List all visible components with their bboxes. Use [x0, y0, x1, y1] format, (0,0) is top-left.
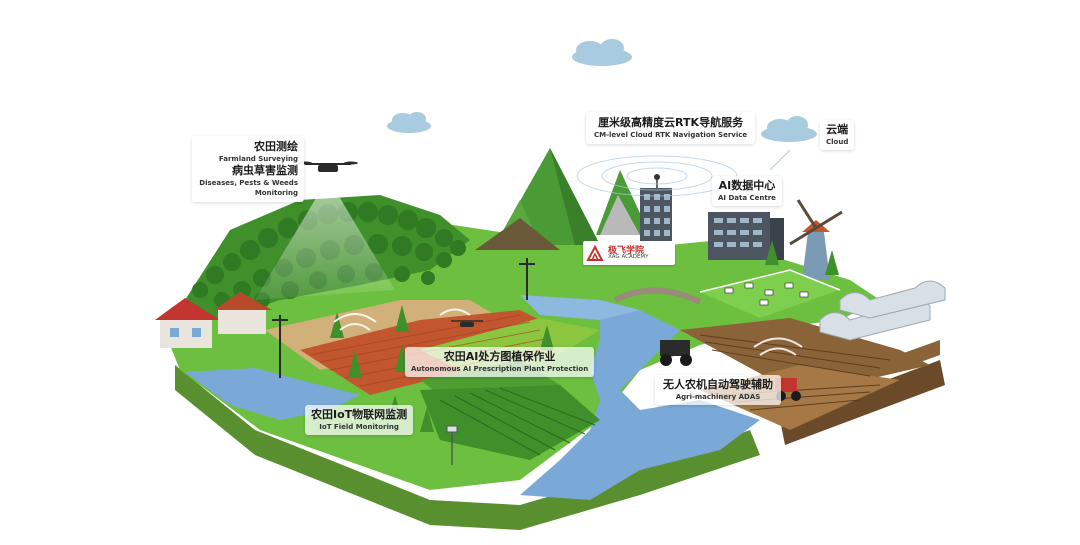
ai-data-title-zh: AI数据中心: [718, 179, 776, 192]
pasture: [699, 269, 841, 318]
logo-text-zh: 极飞学院: [608, 246, 645, 256]
cloud-icon: [761, 116, 817, 142]
rtk-title-en: CM-level Cloud RTK Navigation Service: [594, 131, 748, 139]
ai-data-centre-label: AI数据中心 AI Data Centre: [712, 176, 782, 206]
adas-title-en: Agri-machinery ADAS: [675, 393, 761, 401]
farmland-surveying-label: 农田测绘 Farmland Surveying 病虫草害监测 Diseases,…: [192, 136, 304, 202]
cloud-title-zh: 云端: [826, 123, 849, 136]
xag-academy-logo: 极飞学院 XAG ACADEMY: [583, 241, 675, 265]
greenhouses: [819, 280, 946, 341]
scan-beam: [255, 178, 395, 300]
crop-fields: [265, 300, 600, 460]
adas-title-zh: 无人农机自动驾驶辅助: [663, 378, 773, 391]
bridge: [613, 287, 702, 305]
cloud-icon: [387, 112, 431, 133]
iot-sensor: [446, 425, 458, 465]
cloud-icon: [572, 39, 632, 66]
pests-title-zh: 病虫草害监测: [232, 164, 298, 177]
farmland-title-en: Farmland Surveying: [218, 155, 298, 163]
data-centre-building: [708, 212, 784, 260]
mountains: [475, 148, 650, 250]
pests-title-en-1: Diseases, Pests & Weeds: [199, 179, 298, 187]
prescription-label: 农田AI处方图植保作业 Autonomous AI Prescription P…: [405, 347, 595, 377]
tractor: [660, 340, 692, 366]
prescription-title-en: Autonomous AI Prescription Plant Protect…: [411, 365, 589, 373]
iot-title-en: IoT Field Monitoring: [319, 423, 399, 431]
river: [520, 295, 640, 320]
cloud-link-line: [769, 149, 791, 171]
iot-monitoring-label: 农田IoT物联网监测 IoT Field Monitoring: [305, 405, 414, 435]
adas-label: 无人农机自动驾驶辅助 Agri-machinery ADAS: [655, 375, 781, 405]
xag-logo-icon: [586, 244, 604, 261]
logo-text-en: XAG ACADEMY: [608, 254, 649, 260]
pests-title-en-2: Monitoring: [254, 189, 298, 197]
drone-icon: [451, 320, 483, 327]
prescription-title-zh: 农田AI处方图植保作业: [443, 350, 556, 363]
rtk-navigation-label: 厘米级高精度云RTK导航服务 CM-level Cloud RTK Naviga…: [586, 112, 756, 144]
cloud-label: 云端 Cloud: [820, 120, 855, 150]
utility-pole: [272, 258, 535, 378]
iot-title-zh: 农田IoT物联网监测: [311, 408, 408, 421]
cloud-title-en: Cloud: [826, 138, 849, 146]
river: [520, 300, 760, 500]
windmill: [789, 199, 843, 280]
farmhouse: [155, 292, 272, 348]
ai-data-title-en: AI Data Centre: [718, 194, 776, 202]
rtk-title-zh: 厘米级高精度云RTK导航服务: [598, 116, 744, 129]
drone-icon: [298, 161, 358, 172]
rtk-station: [640, 174, 672, 250]
farmland-title-zh: 农田测绘: [254, 140, 298, 153]
